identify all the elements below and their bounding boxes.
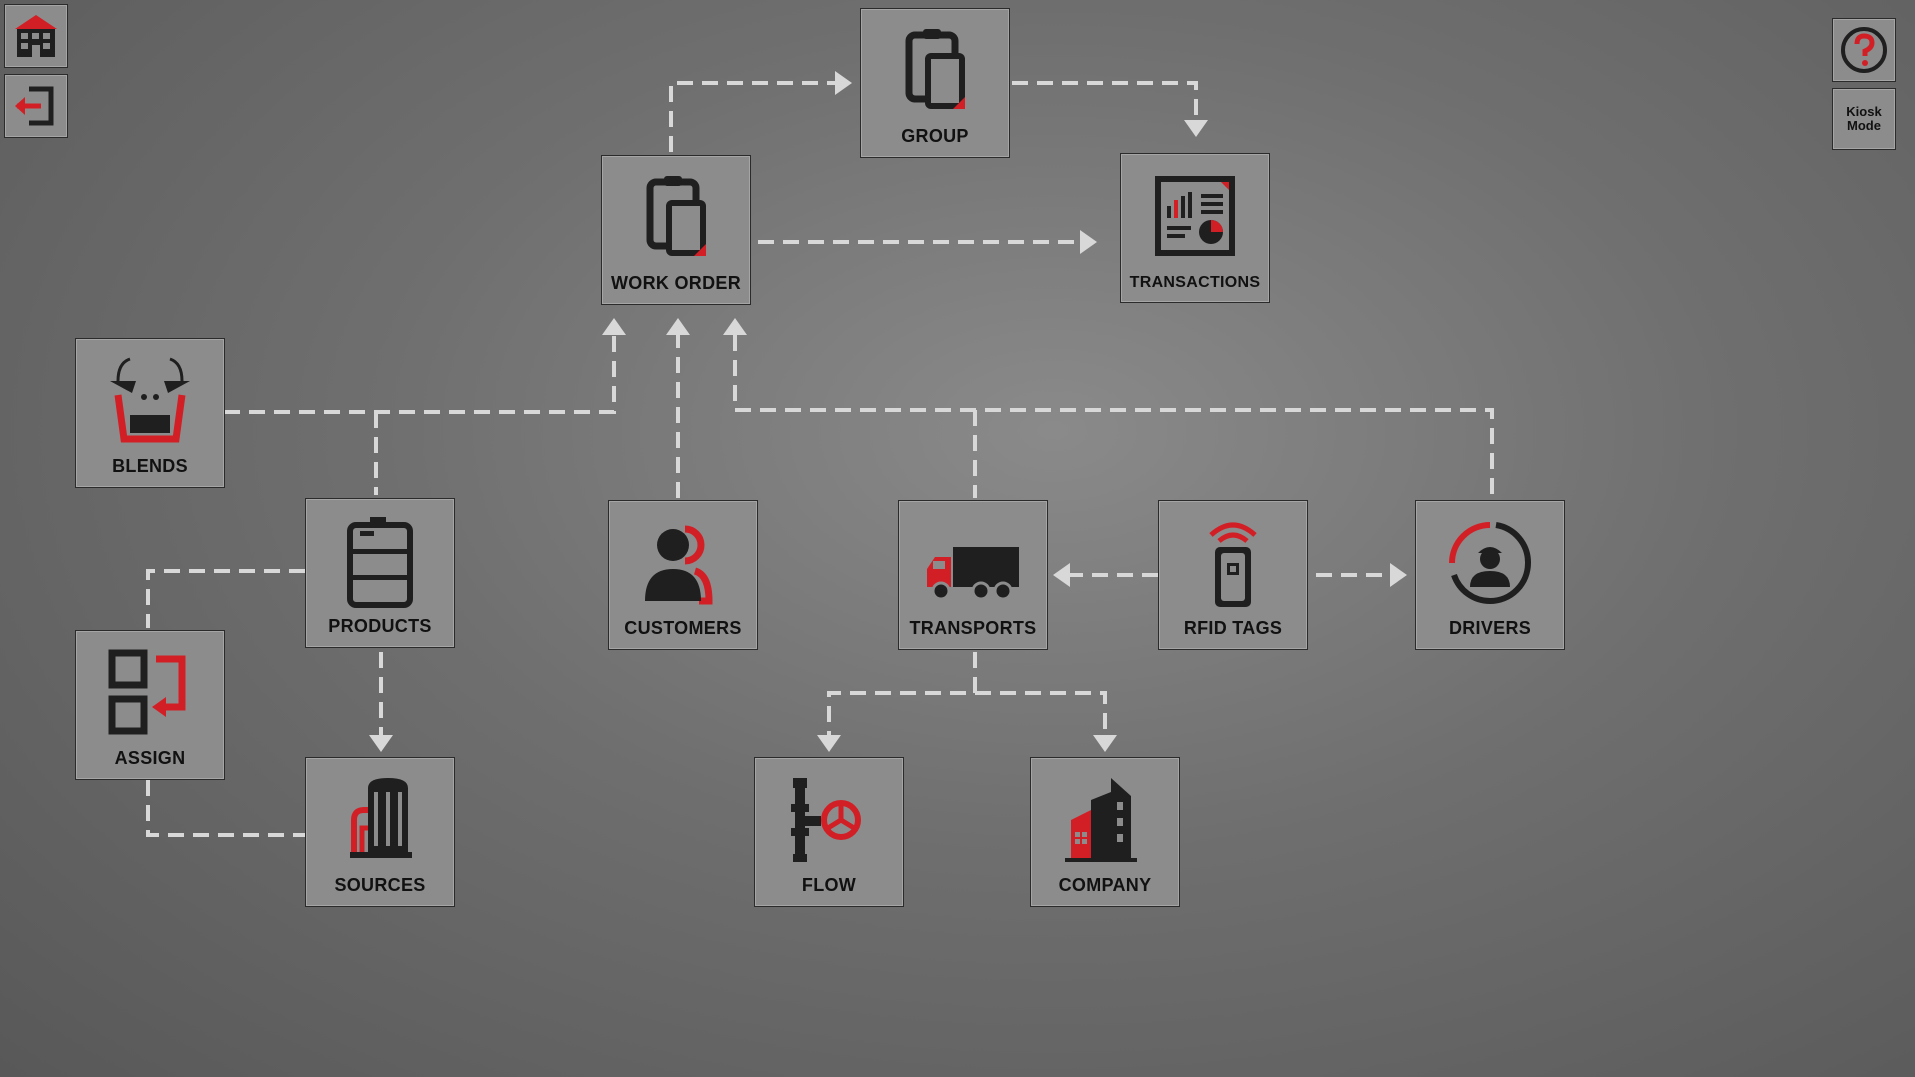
report-icon [1155,176,1235,256]
company-label: COMPANY [1058,875,1152,895]
clipboard-icon [905,29,965,109]
kiosk-mode-label: Kiosk Mode [1846,104,1882,133]
flow-label: FLOW [801,875,857,895]
valve-icon [791,778,861,862]
blends-label: BLENDS [112,456,188,476]
work-order-label: WORK ORDER [611,273,741,293]
driver-icon [1449,522,1532,605]
rfid-tags-tile[interactable]: RFID TAGS [1158,500,1308,650]
transports-tile[interactable]: TRANSPORTS [898,500,1048,650]
blends-tile[interactable]: BLENDS [75,338,225,488]
rfid-tag-icon [1209,522,1257,607]
clipboard-icon [646,176,706,256]
group-label: GROUP [901,126,969,146]
assign-tile[interactable]: ASSIGN [75,630,225,780]
company-tile[interactable]: COMPANY [1030,757,1180,907]
products-label: PRODUCTS [328,616,432,636]
users-icon [645,525,713,605]
help-button[interactable] [1832,18,1896,82]
kiosk-mode-button[interactable]: Kiosk Mode [1832,88,1896,150]
products-tile[interactable]: PRODUCTS [305,498,455,648]
drivers-tile[interactable]: DRIVERS [1415,500,1565,650]
group-tile[interactable]: GROUP [860,8,1010,158]
building-icon [15,15,57,57]
customers-tile[interactable]: CUSTOMERS [608,500,758,650]
barrel-icon [347,517,413,608]
drivers-label: DRIVERS [1448,618,1532,638]
flow-tile[interactable]: FLOW [754,757,904,907]
logout-button[interactable] [4,74,68,138]
tank-icon [350,778,412,858]
customers-label: CUSTOMERS [624,618,742,638]
transactions-label: TRANSACTIONS [1129,274,1261,291]
question-icon [1841,27,1887,73]
assign-icon [108,649,186,735]
assign-label: ASSIGN [114,748,186,768]
work-order-tile[interactable]: WORK ORDER [601,155,751,305]
sources-label: SOURCES [334,875,426,895]
transports-label: TRANSPORTS [909,618,1037,638]
blend-bucket-icon [110,357,190,443]
sources-tile[interactable]: SOURCES [305,757,455,907]
rfid-tags-label: RFID TAGS [1183,618,1283,638]
logout-icon [15,86,54,126]
transactions-tile[interactable]: TRANSACTIONS [1120,153,1270,303]
company-building-icon [1065,778,1137,862]
truck-icon [927,547,1019,601]
home-button[interactable] [4,4,68,68]
